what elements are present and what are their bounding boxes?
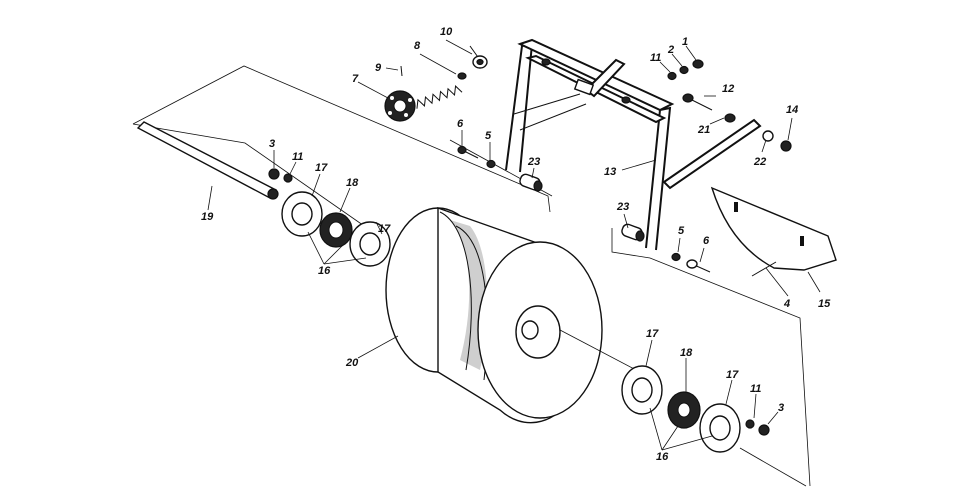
- right-bearing-assembly: [621, 365, 770, 453]
- nut-washer-left: [268, 168, 293, 183]
- spring-part-8: [416, 72, 467, 109]
- bushing-part-23-left: [519, 173, 543, 192]
- left-bearing-assembly: [281, 191, 391, 267]
- label-17-left-b: 17: [378, 223, 391, 235]
- label-18-left: 18: [346, 177, 359, 189]
- bolt-nut-left-foot: [457, 145, 496, 169]
- eye-bolt-part-10: [469, 45, 488, 69]
- label-12: 12: [722, 83, 734, 95]
- label-23-right: 23: [616, 201, 629, 213]
- label-22: 22: [753, 156, 766, 168]
- label-11-top: 11: [650, 52, 661, 64]
- label-20: 20: [345, 357, 359, 369]
- label-15: 15: [818, 298, 831, 310]
- label-10: 10: [440, 26, 453, 38]
- label-1: 1: [682, 36, 688, 48]
- label-5-left: 5: [485, 130, 492, 142]
- label-11-right: 11: [750, 383, 761, 395]
- pin-part-9: [400, 65, 403, 77]
- assembly-plane-outline: [132, 65, 811, 487]
- label-18-right: 18: [680, 347, 693, 359]
- label-4: 4: [783, 298, 790, 310]
- label-13: 13: [604, 166, 616, 178]
- label-17-left-a: 17: [315, 162, 328, 174]
- label-14: 14: [786, 104, 798, 116]
- label-17-right-b: 17: [726, 369, 739, 381]
- label-16-left: 16: [318, 265, 331, 277]
- label-7: 7: [352, 73, 359, 85]
- label-21: 21: [697, 124, 710, 136]
- label-11-left: 11: [292, 151, 303, 163]
- label-2: 2: [667, 44, 674, 56]
- label-6-right: 6: [703, 235, 710, 247]
- label-16-right: 16: [656, 451, 669, 463]
- support-frame: [505, 38, 762, 251]
- guard-plate-part-15: [710, 186, 837, 277]
- label-3-right: 3: [778, 402, 784, 414]
- label-19: 19: [201, 211, 214, 223]
- label-23-left: 23: [527, 156, 540, 168]
- part-labels: 1 2 11 10 8 9 7 12 21 14 22 6 5 23 13 23…: [201, 26, 831, 463]
- label-8: 8: [414, 40, 421, 52]
- shaft-part-19: [136, 121, 279, 200]
- bolt-nut-right-foot: [671, 252, 711, 273]
- label-3-left: 3: [269, 138, 275, 150]
- drum-part-20: [385, 207, 641, 424]
- label-17-right-a: 17: [646, 328, 659, 340]
- label-9: 9: [375, 62, 382, 74]
- leader-lines: [207, 39, 821, 451]
- bushing-part-23-right: [621, 223, 645, 242]
- label-5-right: 5: [678, 225, 685, 237]
- label-6-left: 6: [457, 118, 464, 130]
- hardware-top-right: [667, 59, 792, 152]
- handwheel-part-7: [384, 90, 416, 122]
